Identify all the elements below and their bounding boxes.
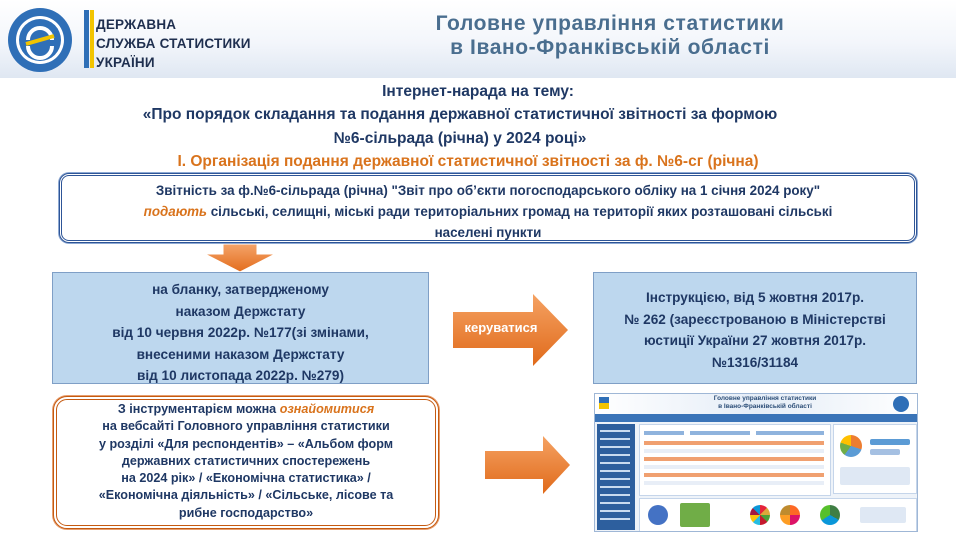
report-info-box: Звітність за ф.№6-сільрада (річна) "Звіт… xyxy=(59,173,917,243)
agency-accent-bar-yellow xyxy=(90,10,94,68)
down-arrow-icon xyxy=(205,244,275,272)
header-banner xyxy=(0,0,956,78)
meeting-heading: Інтернет-нарада на тему: xyxy=(382,83,574,100)
website-info-line-3: у розділі «Для респондентів» – «Альбом ф… xyxy=(98,436,394,451)
meeting-topic-line-1: «Про порядок складання та подання держав… xyxy=(142,106,778,123)
agency-name: ДЕРЖАВНА СЛУЖБА СТАТИСТИКИ УКРАЇНИ xyxy=(96,15,296,72)
state-statistics-logo-icon xyxy=(8,8,72,72)
agency-line-2: СЛУЖБА СТАТИСТИКИ xyxy=(96,36,251,51)
thumbnail-nav-bar xyxy=(595,414,917,422)
agency-line-3: УКРАЇНИ xyxy=(96,55,155,70)
thumbnail-right-panel xyxy=(833,424,917,494)
agency-line-1: ДЕРЖАВНА xyxy=(96,17,177,32)
form-approval-line-2: наказом Держстату xyxy=(175,303,306,319)
report-info-line-1: Звітність за ф.№6-сільрада (річна) "Звіт… xyxy=(155,183,821,198)
form-approval-line-5: від 10 листопада 2022р. №279) xyxy=(137,368,344,383)
slide-title-line-2: в Івано-Франківській області xyxy=(450,36,770,59)
meeting-topic-line-2: №6-сільрада (річна) у 2024 році» xyxy=(333,130,587,147)
instruction-line-1: Інструкцією, від 5 жовтня 2017р. xyxy=(645,290,865,305)
website-info-emphasis: ознайомитися xyxy=(279,402,375,416)
thumbnail-logo-icon xyxy=(893,396,909,412)
website-info-line-2: на вебсайті Головного управління статист… xyxy=(102,419,390,434)
report-info-line-2-rest: сільські, селищні, міські ради територіа… xyxy=(207,204,833,219)
section-heading: І. Організація подання державної статист… xyxy=(177,153,759,170)
report-info-line-3: населені пункти xyxy=(434,225,542,240)
report-info-line-2: подають сільські, селищні, міські ради т… xyxy=(62,201,914,222)
website-info-line-5: на 2024 рік» / «Економічна статистика» / xyxy=(121,471,371,486)
thumbnail-sidebar xyxy=(597,424,635,530)
website-info-line-7: рибне господарство» xyxy=(178,505,314,520)
website-info-box: З інструментарієм можна ознайомитися на … xyxy=(53,396,439,529)
thumbnail-main-table xyxy=(639,424,831,496)
form-approval-line-4: внесеними наказом Держстату xyxy=(136,346,345,362)
thumbnail-header xyxy=(595,394,917,414)
slide-title: Головне управління статистики в Івано-Фр… xyxy=(360,12,860,60)
ukraine-flag-icon xyxy=(599,397,609,409)
website-screenshot-thumbnail[interactable]: Головне управління статистики в Івано-Фр… xyxy=(594,393,918,532)
form-approval-box: на бланку, затвердженому наказом Держста… xyxy=(52,272,429,384)
website-info-line-1: З інструментарієм можна ознайомитися xyxy=(57,401,435,418)
website-info-line-6: «Економічна діяльність» / «Сільське, ліс… xyxy=(98,488,394,503)
arrow-label: керуватися xyxy=(464,320,538,335)
website-info-line-4: державних статистичних спостережень xyxy=(121,453,371,468)
instruction-line-4: №1316/31184 xyxy=(711,354,799,370)
thumbnail-title-line-2: в Івано-Франківській області xyxy=(718,403,812,410)
right-arrow-2-icon xyxy=(485,436,570,494)
thumbnail-title-line-1: Головне управління статистики xyxy=(713,395,817,402)
instruction-line-2: № 262 (зареєстрованою в Міністерстві xyxy=(624,311,886,327)
form-approval-line-1: на бланку, затвердженому xyxy=(152,282,329,297)
website-info-line-1-pre: З інструментарієм можна xyxy=(117,402,280,416)
slide-title-line-1: Головне управління статистики xyxy=(435,12,785,35)
thumbnail-bottom-panel xyxy=(639,498,917,531)
instruction-box: Інструкцією, від 5 жовтня 2017р. № 262 (… xyxy=(593,272,917,384)
right-arrow-icon xyxy=(453,294,568,366)
form-approval-line-3: від 10 червня 2022р. №177(зі змінами, xyxy=(112,325,369,340)
agency-accent-bar-blue xyxy=(84,10,89,68)
thumbnail-title: Головне управління статистики в Івано-Фр… xyxy=(685,395,845,411)
instruction-line-3: юстиції України 27 жовтня 2017р. xyxy=(643,333,867,348)
report-info-emphasis: подають xyxy=(143,204,207,219)
